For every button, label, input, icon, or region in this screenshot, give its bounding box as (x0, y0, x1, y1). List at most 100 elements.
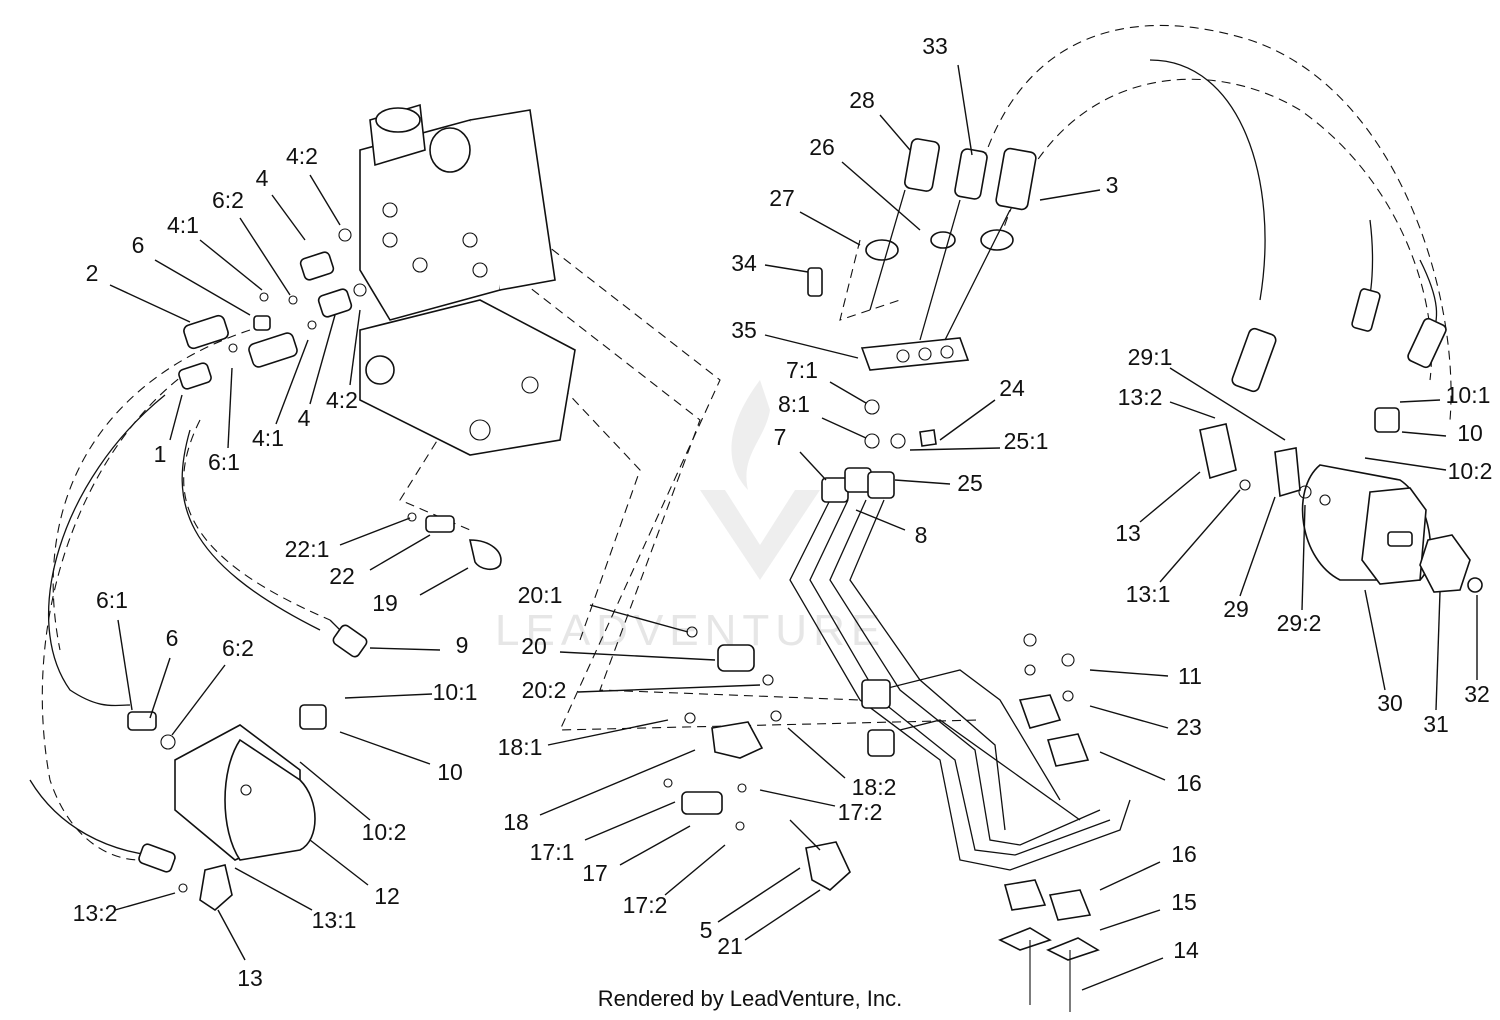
callout-leader-line (894, 479, 951, 485)
callout-label: 10:1 (1446, 382, 1491, 408)
callout-leader-line (199, 239, 263, 291)
callout-label: 20:2 (522, 677, 567, 703)
callout-leader-line (309, 839, 369, 886)
callout-leader-line (1039, 189, 1101, 201)
callout-leader-line (1169, 401, 1216, 419)
callout-leader-line (799, 451, 827, 481)
callout-leader-line (577, 684, 761, 693)
callout-label: 29:2 (1277, 610, 1322, 636)
callout-label: 6:2 (222, 635, 254, 661)
callout-leader-line (149, 657, 171, 719)
callout-labels: 33282632734357:1248:125:172584:246:24:16… (73, 33, 1493, 991)
callout-leader-line (114, 892, 176, 911)
callout-label: 10:2 (1448, 458, 1493, 484)
callout-label: 17:2 (838, 799, 883, 825)
callout-label: 15 (1171, 889, 1197, 915)
watermark-text: LEADVENTURE (495, 606, 886, 655)
callout-leader-line (939, 399, 996, 441)
callout-label: 13:1 (312, 907, 357, 933)
callout-label: 32 (1464, 681, 1490, 707)
callout-label: 13:1 (1126, 581, 1171, 607)
callout-leader-line (539, 749, 696, 816)
callout-leader-line (1301, 504, 1306, 611)
callout-label: 29:1 (1128, 344, 1173, 370)
callout-leader-line (117, 619, 133, 711)
callout-label: 13 (237, 965, 263, 991)
callout-label: 1 (154, 441, 167, 467)
callout-label: 22 (329, 563, 355, 589)
callout-label: 17:2 (623, 892, 668, 918)
callout-label: 4:2 (286, 143, 318, 169)
callout-leader-line (584, 801, 676, 841)
callout-label: 31 (1423, 711, 1449, 737)
callout-label: 4 (298, 405, 311, 431)
callout-label: 4:1 (167, 212, 199, 238)
callout-leader-line (1139, 471, 1201, 523)
tube-bundle (789, 399, 1131, 871)
mount-hardware (998, 633, 1100, 1012)
callout-leader-line (271, 194, 306, 241)
callout-label: 11 (1178, 663, 1202, 689)
callout-label: 18 (503, 809, 529, 835)
callout-leader-line (559, 651, 716, 661)
callout-label: 20:1 (518, 582, 563, 608)
callout-label: 20 (521, 633, 547, 659)
callout-label: 17:1 (530, 839, 575, 865)
left-motor (127, 711, 316, 912)
credit-text: Rendered by LeadVenture, Inc. (598, 986, 903, 1011)
callout-leader-line (1364, 589, 1386, 691)
callout-leader-line (344, 693, 433, 699)
right-hoses (1149, 59, 1447, 393)
callout-leader-line (1081, 957, 1164, 991)
callout-leader-line (1435, 591, 1441, 711)
callout-label: 26 (809, 134, 835, 160)
callout-label: 6 (166, 625, 179, 651)
callout-leader-line (841, 161, 921, 231)
callout-label: 18:1 (498, 734, 543, 760)
callout-leader-line (299, 761, 371, 821)
callout-label: 13 (1115, 520, 1141, 546)
callout-leader-line (369, 534, 431, 571)
callout-label: 24 (999, 375, 1025, 401)
callout-label: 12 (374, 883, 400, 909)
callout-label: 4:1 (252, 425, 284, 451)
callout-leader-line (109, 284, 191, 323)
callout-label: 19 (372, 590, 398, 616)
callout-label: 2 (86, 260, 99, 286)
callout-label: 25 (957, 470, 983, 496)
callout-label: 34 (731, 250, 757, 276)
callout-leader-line (909, 447, 1001, 451)
right-motor (1199, 407, 1483, 593)
callout-leader-line (619, 825, 691, 866)
callout-leader-line (1099, 909, 1161, 931)
callout-label: 22:1 (285, 536, 330, 562)
callout-leader-line (717, 867, 801, 923)
callout-label: 13:2 (73, 900, 118, 926)
callout-label: 7:1 (786, 357, 818, 383)
callout-leader-line (821, 417, 867, 439)
callout-label: 5 (700, 917, 713, 943)
callout-leader-line (234, 867, 313, 911)
callout-leaders (109, 64, 1478, 991)
callout-leader-line (1169, 367, 1286, 441)
callout-leader-line (419, 567, 469, 596)
callout-label: 27 (769, 185, 795, 211)
callout-leader-line (764, 264, 809, 273)
callout-leader-line (1099, 861, 1161, 891)
callout-label: 29 (1223, 596, 1249, 622)
callout-label: 10 (1457, 420, 1483, 446)
callout-leader-line (239, 217, 291, 296)
hose-routes (41, 24, 1452, 861)
callout-leader-line (547, 719, 669, 746)
left-hoses (29, 394, 368, 873)
callout-leader-line (1399, 399, 1441, 403)
callout-leader-line (339, 517, 411, 546)
callout-label: 8:1 (778, 391, 810, 417)
callout-leader-line (349, 309, 361, 386)
callout-leader-line (799, 211, 861, 246)
callout-leader-line (664, 844, 726, 896)
callout-label: 23 (1176, 714, 1202, 740)
callout-leader-line (217, 909, 246, 961)
callout-leader-line (227, 367, 233, 449)
